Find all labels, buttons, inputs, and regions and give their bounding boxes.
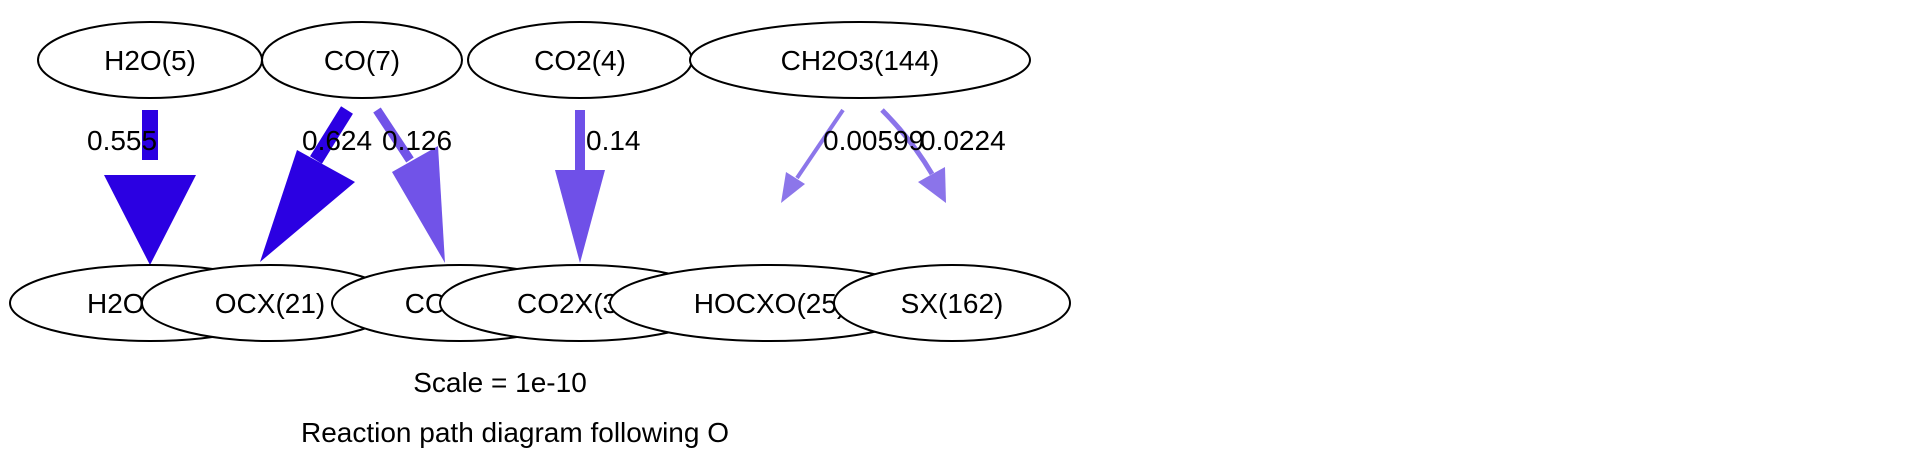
node-label-ocx: OCX(21): [215, 288, 325, 319]
edge-co-cox: [373, 107, 445, 263]
node-label-co: CO(7): [324, 45, 400, 76]
node-co: CO(7): [261, 21, 463, 99]
node-ch2o3: CH2O3(144): [689, 21, 1031, 99]
edge-label-ch2o3-hocxo: 0.00599: [823, 125, 924, 156]
diagram-title: Reaction path diagram following O: [301, 417, 729, 448]
edge-label-co-cox: 0.126: [382, 125, 452, 156]
edge-label-co2-co2x: 0.14: [586, 125, 641, 156]
edge-h2o-h2ox: [104, 110, 196, 265]
node-label-co2: CO2(4): [534, 45, 626, 76]
edge-label-h2o-h2ox: 0.555: [87, 125, 157, 156]
node-h2o: H2O(5): [37, 21, 263, 99]
node-label-hocxo: HOCXO(25): [694, 288, 846, 319]
node-label-h2o: H2O(5): [104, 45, 196, 76]
node-co2: CO2(4): [467, 21, 693, 99]
scale-caption: Scale = 1e-10: [413, 367, 587, 398]
node-label-sx: SX(162): [901, 288, 1004, 319]
edge-label-ch2o3-sx: 0.0224: [920, 125, 1006, 156]
edge-ch2o3-hocxo: [781, 108, 845, 203]
edge-co2-co2x: [555, 110, 605, 263]
node-sx: SX(162): [833, 264, 1071, 342]
edge-co-ocx: [260, 106, 355, 262]
edge-ch2o3-sx: [880, 108, 946, 203]
node-label-ch2o3: CH2O3(144): [781, 45, 940, 76]
edge-label-co-ocx: 0.624: [302, 125, 372, 156]
